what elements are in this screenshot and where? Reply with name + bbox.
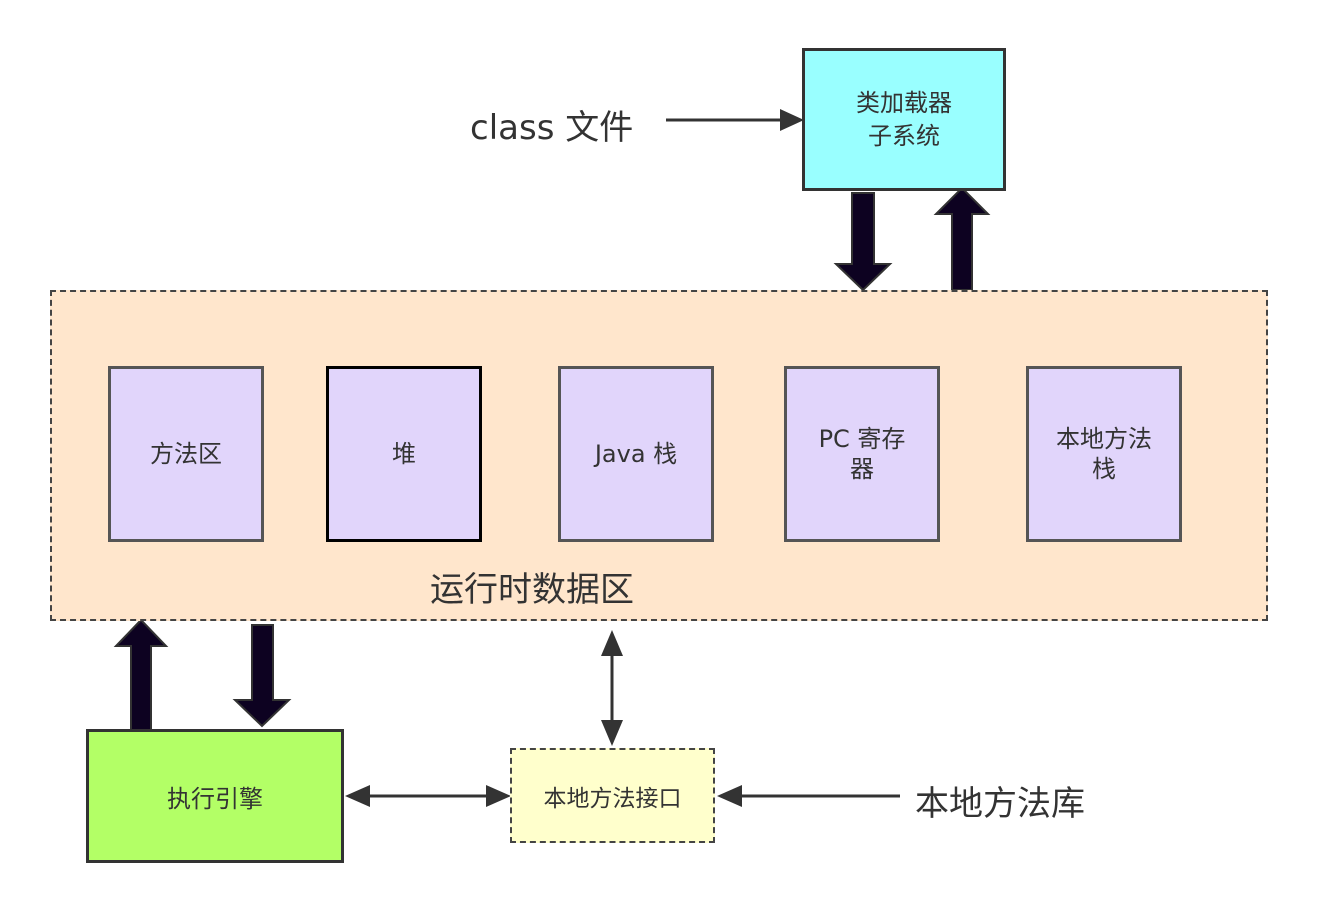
- java-stack-label: Java 栈: [594, 440, 678, 468]
- class-file-arrowhead: [780, 109, 804, 131]
- heap-label: 堆: [392, 440, 416, 468]
- native-interface-box: 本地方法接口: [510, 748, 715, 843]
- native-library-arrowhead: [717, 785, 742, 807]
- method-area-box: 方法区: [108, 366, 264, 542]
- loader-to-runtime-arrow: [833, 192, 893, 292]
- native-interface-label: 本地方法接口: [543, 785, 682, 812]
- class-loader-box: 类加载器 子系统: [802, 48, 1006, 191]
- runtime-to-engine-arrow: [232, 624, 292, 728]
- engine-to-runtime-arrow: [113, 618, 169, 732]
- native-method-stack-box: 本地方法 栈: [1026, 366, 1182, 542]
- runtime-to-loader-arrow: [933, 186, 991, 291]
- class-loader-label: 类加载器 子系统: [856, 89, 952, 150]
- engine-native-interface-head-left: [345, 785, 370, 807]
- class-file-label: class 文件: [470, 108, 634, 148]
- engine-native-interface-head-right: [486, 785, 511, 807]
- method-area-label: 方法区: [150, 440, 222, 468]
- pc-register-label: PC 寄存 器: [818, 425, 906, 483]
- execution-engine-box: 执行引擎: [86, 729, 344, 863]
- runtime-native-interface-head-up: [601, 630, 623, 656]
- runtime-area-title: 运行时数据区: [430, 570, 634, 610]
- pc-register-box: PC 寄存 器: [784, 366, 940, 542]
- runtime-native-interface-head-down: [601, 720, 623, 746]
- heap-box: 堆: [326, 366, 482, 542]
- execution-engine-label: 执行引擎: [167, 784, 263, 813]
- java-stack-box: Java 栈: [558, 366, 714, 542]
- native-library-label: 本地方法库: [915, 784, 1085, 824]
- native-method-stack-label: 本地方法 栈: [1056, 425, 1152, 483]
